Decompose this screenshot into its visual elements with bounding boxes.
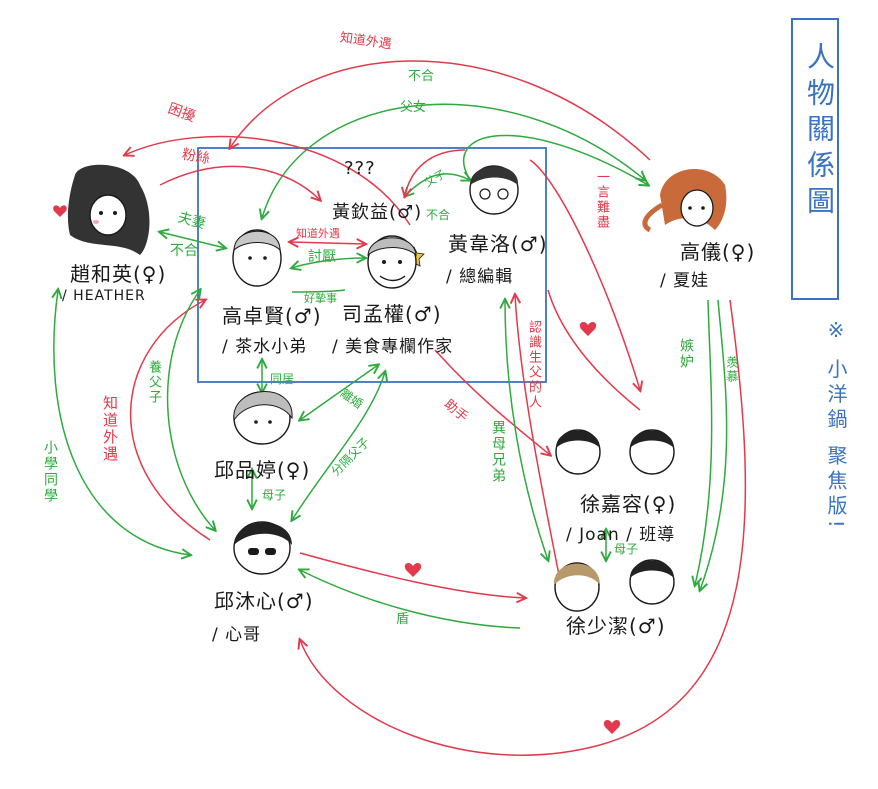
label-shield: 盾 [396,612,410,627]
char-zhao-name: 趙和英(♀) [70,262,167,286]
label-admire: 羡慕 [725,356,739,384]
label-cohabit: 同居 [270,372,295,386]
char-si-name: 司孟權(♂) [342,302,442,326]
avatar-qiu-p [233,391,293,445]
arc-admire [700,299,728,590]
char-gao-y-role: / 夏娃 [660,271,710,291]
heart-icon [404,563,422,577]
char-huang-w-role: / 總編輯 [446,267,514,287]
avatar-huang-w [469,165,519,215]
arc-fan [159,165,320,200]
label-foster-father: 養父子 [146,360,161,405]
char-qiu-m-name: 邱沐心(♂) [214,589,314,613]
heart-icon [603,720,621,734]
label-one-word: 一言難盡 [594,170,609,230]
arc-father-daughter-top [463,134,648,185]
char-si-role: / 美食專欄作家 [332,337,454,357]
char-huang-w-name: 黃韋洛(♂) [448,232,548,256]
char-qiu-m-role: / 心哥 [212,625,262,645]
arc-trouble [125,135,411,226]
arc-one-word [529,159,640,390]
line-fake-father-son [292,372,385,520]
avatar-zhao [67,164,150,255]
arc-half-brother [505,300,548,560]
label-father-daughter-top: 父女 [400,100,427,115]
avatar-xu-j [555,429,675,475]
arc-foster-father [166,290,215,530]
label-half-brother: 異母兄弟 [490,420,506,484]
char-gao-zx-name: 高卓賢(♂) [222,304,322,328]
char-gao-y-name: 高儀(♀) [680,240,756,264]
line-dislike [292,258,365,268]
line-likes [291,289,346,293]
line-shield [300,570,521,629]
char-xu-j-role: / Joan / 班導 [566,525,676,545]
char-huang-q-unknown: ??? [344,158,376,179]
arc-jealous [695,299,713,585]
arc-knows-affair-top [230,60,651,161]
arc-not-getting-along-top [262,103,645,218]
label-mother-son-xu: 母子 [614,542,639,556]
char-zhao-role: / HEATHER [62,288,146,304]
diagram-title: 人物關係圖 [803,42,836,222]
label-recognize-father: 認識生父的人 [526,320,541,410]
heart-icon [579,322,597,336]
label-not-getting-along-hh: 不合 [426,208,451,222]
label-dislike: 討厭 [308,249,336,265]
avatar-xu-s [553,559,675,612]
avatar-qiu-m [233,521,292,575]
label-knows-affair-mid: 知道外遇 [296,227,340,240]
char-huang-q-name: 黃欽益(♂) [332,202,423,223]
label-jealous: 嫉妒 [678,338,694,370]
line-knows-affair-mid [290,242,365,244]
char-qiu-p-name: 邱品婷(♀) [214,458,311,482]
avatar-si [367,235,417,289]
char-xu-s-name: 徐少潔(♂) [566,614,666,638]
char-gao-zx-role: / 茶水小弟 [222,337,308,357]
label-likes: 好摯事 [304,292,337,305]
arc-elem-classmate [54,290,190,555]
arc-not-getting-along-hh [405,149,466,196]
label-elem-classmate: 小學同學 [42,440,58,504]
credit-note: ※ 小洋鍋 聚焦版! [824,318,848,533]
avatar-gao-zx [232,229,282,287]
arc-knows-affair-left [129,300,211,541]
arc-love-huang-xu [547,289,641,411]
arc-bottom-love [300,299,747,756]
title-box: 人物關係圖 [791,18,839,300]
line-husband-wife [160,232,225,248]
label-mother-son-qiu: 母子 [262,488,287,502]
label-knows-affair-left: 知道外遇 [101,395,119,463]
heart-icon [53,205,67,217]
label-not-getting-along-top: 不合 [408,69,435,84]
line-love-qiu-xu [299,552,525,598]
avatar-gao-y [642,168,727,233]
char-xu-j-name: 徐嘉容(♀) [580,492,677,516]
label-not-getting-along-zhao: 不合 [170,243,198,259]
